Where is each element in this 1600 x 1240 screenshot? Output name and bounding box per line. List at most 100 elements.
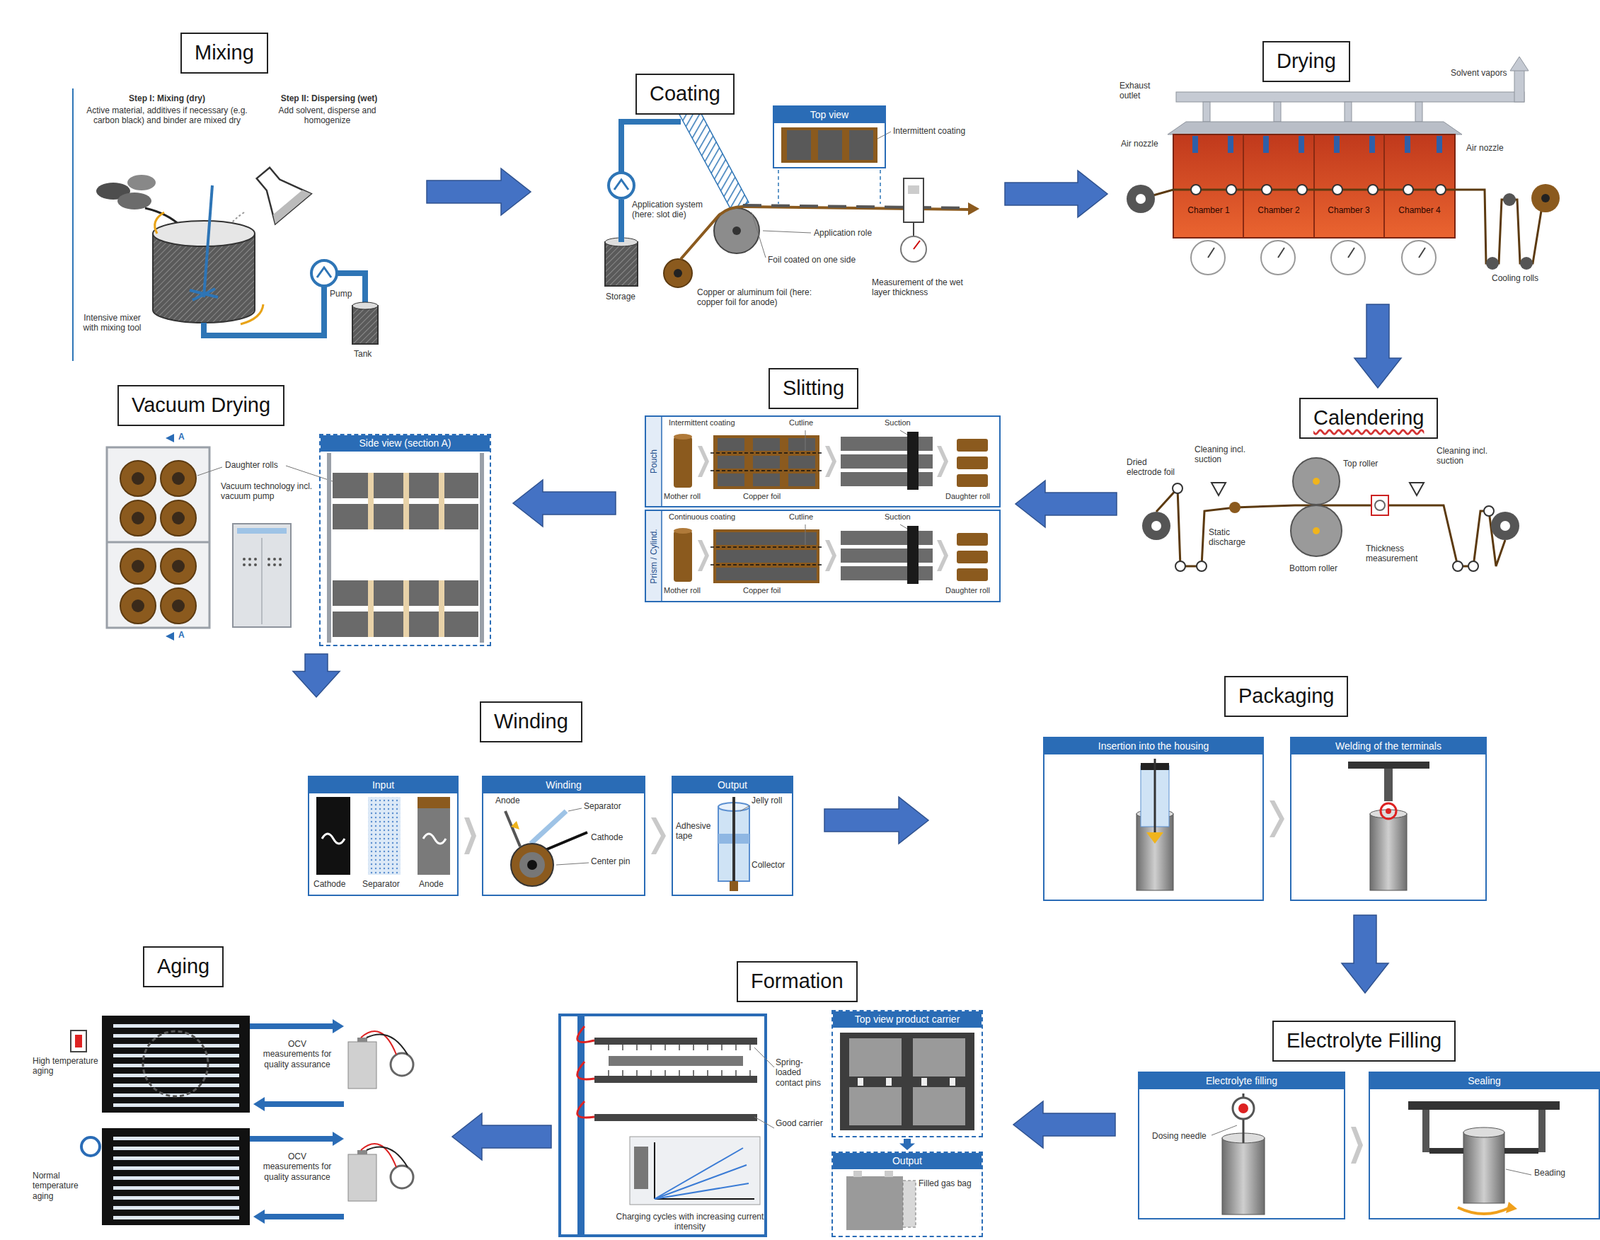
drying-illustration: [1503, 193, 1516, 206]
aging-illustration: [357, 1149, 368, 1155]
coating-illustration: [614, 179, 629, 190]
calendering-illustration: [1142, 511, 1171, 540]
slitting-illustration: [936, 445, 949, 477]
vacuum-drying-illustration: [278, 563, 282, 567]
slitting-illustration: [710, 469, 823, 472]
panel-header: Output: [672, 777, 792, 794]
coating-illustration: [673, 268, 683, 278]
part-label: Cutline: [789, 418, 814, 428]
drying-illustration: [1531, 183, 1560, 213]
electrolyte-filling-illustration: [1505, 1201, 1518, 1213]
calendering-illustration: [1211, 482, 1226, 496]
drying-illustration: [1126, 56, 1560, 275]
part-label: Measurement of the wet layer thickness: [871, 277, 978, 298]
coating-illustration: [903, 178, 924, 223]
part-label: Foil coated on one side: [767, 254, 856, 265]
stage-title: Mixing: [180, 32, 269, 74]
part-label: Copper or aluminum foil (here: copper fo…: [697, 287, 839, 308]
formation-illustration: [559, 1014, 766, 1236]
slitting-illustration: [673, 436, 693, 488]
winding-illustration: [543, 832, 588, 851]
packaging-illustration: [1380, 803, 1397, 819]
flow-arrow: [1015, 480, 1117, 528]
aging-illustration: [390, 1165, 414, 1189]
slitting-illustration: [956, 456, 988, 470]
part-label: Copper foil: [743, 491, 781, 502]
slitting-illustration: [716, 567, 817, 581]
part-label: Cutline: [789, 512, 814, 522]
coating-illustration: [732, 226, 741, 235]
vacuum-drying-illustration: [267, 563, 271, 567]
formation-illustration: [608, 1044, 751, 1051]
aging-illustration: [113, 1103, 240, 1107]
formation-illustration: [902, 1180, 916, 1228]
drying-illustration: [1273, 101, 1281, 122]
process-panel: Welding of the terminals: [1290, 736, 1487, 901]
slitting-illustration: [956, 438, 988, 452]
electrolyte-filling-illustration: [1211, 1125, 1237, 1136]
drying-illustration: [1126, 184, 1155, 214]
electrolyte-filling-illustration: [1429, 1147, 1464, 1154]
stage-title: Winding: [479, 701, 583, 743]
stage-title: Calendering: [1299, 397, 1438, 439]
flow-arrow: [1341, 914, 1389, 993]
formation-illustration: [921, 1077, 928, 1086]
aging-illustration: [332, 1019, 344, 1034]
part-label: Static discharge: [1208, 527, 1252, 548]
drying-illustration: [1176, 91, 1525, 102]
formation-illustration: [608, 1069, 751, 1076]
aging-illustration: [113, 1136, 240, 1141]
packaging-illustration: [1384, 768, 1393, 802]
formation-illustration: [629, 1136, 761, 1205]
aging-illustration: [113, 1053, 240, 1058]
vacuum-drying-illustration: [273, 563, 276, 567]
aging-illustration: [253, 1096, 265, 1112]
panel-header: Output: [832, 1152, 982, 1170]
formation-illustration: [577, 1026, 595, 1118]
winding-illustration: [316, 796, 351, 875]
mixing-illustration: [72, 88, 378, 361]
slitting-illustration: [788, 438, 816, 451]
formation-illustration: [754, 1047, 775, 1068]
slitting-illustration: [956, 550, 988, 564]
vacuum-drying-illustration: [248, 557, 252, 561]
vacuum-drying-illustration: [106, 447, 210, 628]
flow-arrow: [1013, 1101, 1116, 1148]
drying-illustration: [1227, 135, 1234, 153]
part-label: A: [178, 629, 185, 640]
coating-illustration: [618, 199, 625, 243]
part-label: Storage: [605, 291, 636, 302]
drying-illustration: [1435, 184, 1446, 195]
part-label: Anode: [418, 878, 444, 889]
electrolyte-filling-illustration: [1463, 1132, 1505, 1204]
winding-illustration: [519, 852, 545, 878]
coating-illustration: [621, 121, 681, 173]
process-panel: Output: [831, 1151, 983, 1237]
drying-illustration: [1192, 135, 1199, 153]
aging-illustration: [263, 1101, 344, 1107]
mixing-illustration: [152, 220, 255, 247]
mixing-illustration: [311, 260, 337, 286]
calendering-illustration: [1292, 457, 1340, 505]
stage-title: Electrolyte Filling: [1272, 1020, 1456, 1062]
slitting-illustration: [936, 539, 949, 572]
winding-illustration: [510, 843, 554, 886]
calendering-illustration: [1229, 501, 1241, 514]
slitting-illustration: [900, 524, 908, 529]
packaging-illustration: [1136, 758, 1430, 891]
slitting-illustration: [673, 433, 693, 440]
vacuum-drying-illustration: [106, 433, 485, 643]
vacuum-drying-illustration: [160, 548, 197, 584]
vacuum-drying-illustration: [120, 588, 156, 624]
part-label: Cleaning incl. suction: [1194, 444, 1252, 465]
flow-arrow: [292, 653, 340, 698]
winding-illustration: [556, 862, 589, 865]
part-label: Cooling rolls: [1491, 273, 1539, 284]
vacuum-drying-illustration: [232, 523, 291, 627]
aging-illustration: [70, 1015, 414, 1225]
formation-illustration: [912, 1086, 966, 1126]
step-chevron: [1350, 1126, 1363, 1164]
stage-title: Vacuum Drying: [117, 384, 285, 427]
formation-illustration: [608, 1055, 744, 1066]
stage-region: Electrolyte FillingElectrolyte fillingSe…: [1137, 1020, 1600, 1220]
